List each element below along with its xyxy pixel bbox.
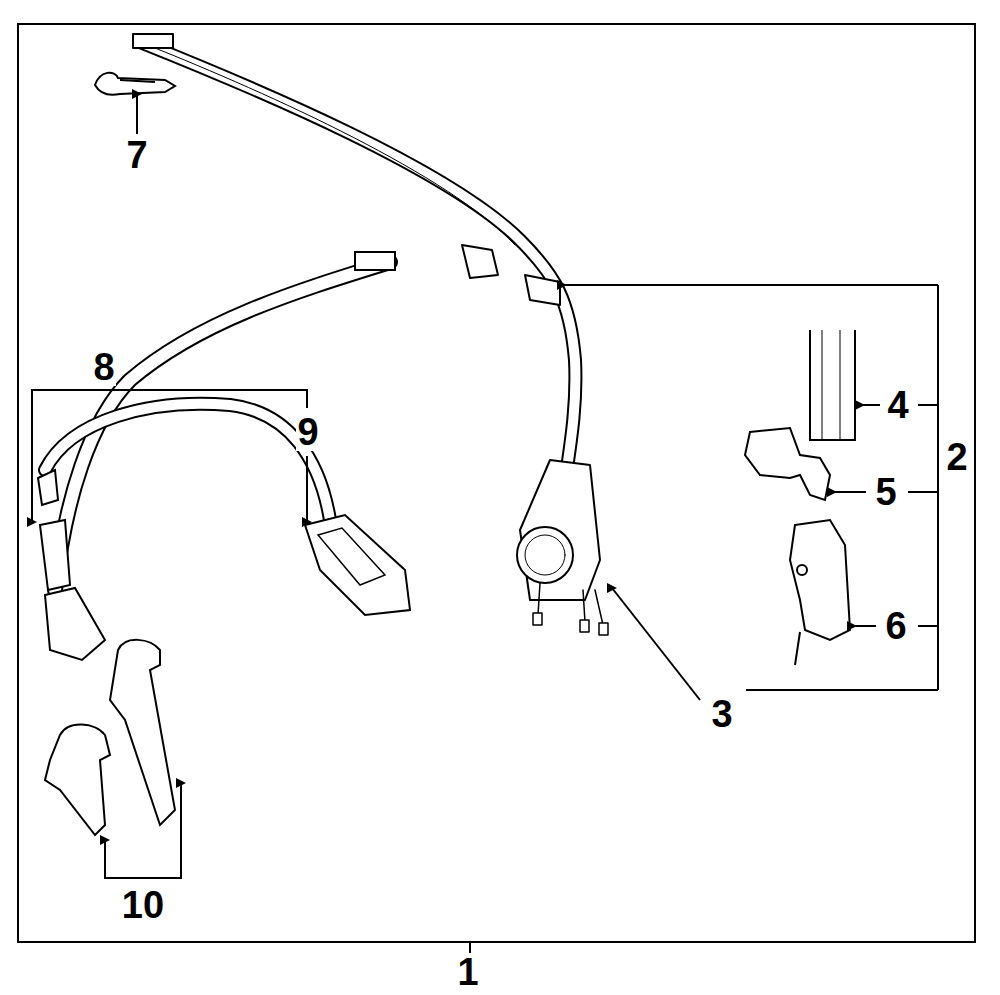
lap-belt: [40, 252, 395, 660]
frame: [18, 24, 975, 953]
illustration-stroke: [795, 632, 800, 665]
illustration-stroke: [32, 390, 307, 520]
illustration-stroke: [305, 515, 410, 615]
illustration-stroke: [517, 527, 573, 583]
anchor-bracket: [45, 640, 175, 835]
callout-number: 1: [456, 953, 479, 991]
callout-number: 5: [874, 473, 897, 511]
illustration-stroke: [746, 689, 938, 691]
callout-number: 10: [121, 886, 165, 924]
buckle-belt: [38, 404, 410, 615]
illustration-stroke: [832, 491, 866, 493]
illustration-stroke: [140, 42, 575, 520]
illustration-stroke: [40, 520, 70, 590]
illustration-stroke: [18, 24, 975, 942]
illustration-stroke: [860, 404, 880, 406]
illustration-stroke: [105, 783, 181, 878]
pillar-parts: [745, 330, 855, 665]
illustration-stroke: [525, 275, 560, 305]
illustration-stroke: [908, 491, 938, 493]
callout-number: 8: [92, 348, 115, 386]
callout-number: 3: [710, 695, 733, 733]
illustration-stroke: [562, 284, 938, 286]
clip: [95, 73, 175, 95]
illustration-stroke: [104, 840, 106, 860]
illustration-stroke: [525, 535, 565, 575]
illustration-stroke: [937, 285, 939, 690]
illustration-stroke: [790, 520, 850, 640]
illustration-stroke: [462, 245, 498, 278]
illustration-stroke: [918, 625, 938, 627]
callout-number: 6: [884, 607, 907, 645]
illustration-stroke: [318, 528, 385, 585]
illustration-stroke: [136, 94, 138, 134]
illustration-stroke: [140, 42, 575, 520]
illustration-stroke: [31, 400, 33, 522]
illustration-stroke: [538, 583, 603, 625]
illustration-stroke: [95, 73, 175, 95]
illustration-stroke: [918, 404, 938, 406]
illustration-stroke: [469, 942, 471, 953]
illustration-stroke: [150, 46, 515, 245]
illustration-stroke: [810, 330, 855, 440]
illustration-stroke: [852, 625, 876, 627]
leader-lines: [32, 94, 938, 878]
illustration-stroke: [355, 252, 395, 270]
illustration-stroke: [45, 404, 330, 520]
illustration-stroke: [745, 428, 830, 500]
callout-number: 2: [945, 438, 968, 476]
illustration-stroke: [120, 80, 155, 82]
illustration-stroke: [533, 613, 542, 625]
illustration-stroke: [599, 623, 608, 635]
callout-number: 7: [125, 136, 148, 174]
illustration-stroke: [580, 620, 589, 632]
illustration-stroke: [822, 330, 840, 440]
callout-number: 9: [296, 413, 319, 451]
illustration-stroke: [180, 783, 182, 800]
illustration-stroke: [45, 724, 110, 835]
illustration-stroke: [306, 456, 308, 522]
illustration-stroke: [45, 404, 330, 520]
illustration-stroke: [797, 565, 807, 575]
illustration-stroke: [38, 470, 58, 505]
illustration-stroke: [612, 588, 700, 700]
illustration-stroke: [133, 34, 173, 48]
illustration-stroke: [45, 588, 105, 660]
illustration-stroke: [110, 640, 175, 825]
callout-number: 4: [886, 386, 909, 424]
